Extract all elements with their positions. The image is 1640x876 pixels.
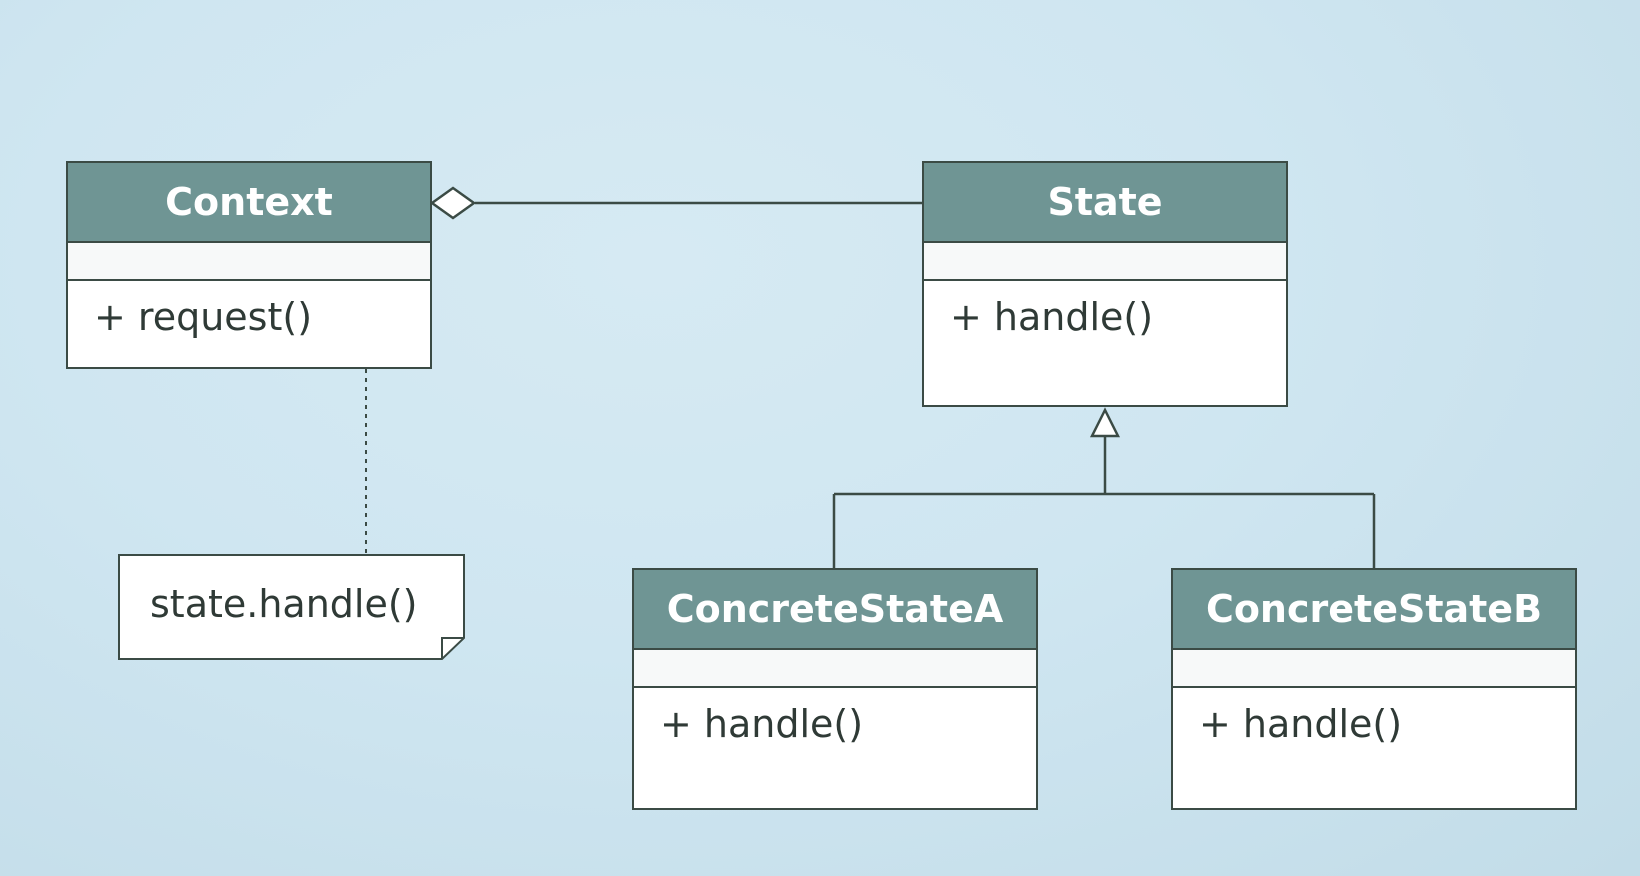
class-concrete-state-b-operation: + handle() xyxy=(1199,702,1403,746)
class-concrete-state-a-attributes xyxy=(634,650,1036,688)
class-concrete-state-a-operation: + handle() xyxy=(660,702,864,746)
class-context-operation: + request() xyxy=(94,295,313,339)
note-shape xyxy=(118,554,465,660)
class-concrete-state-a[interactable]: ConcreteStateA + handle() xyxy=(632,568,1038,810)
note-state-handle[interactable]: state.handle() xyxy=(118,554,466,660)
class-state-operations: + handle() xyxy=(924,281,1286,339)
note-text: state.handle() xyxy=(150,582,418,626)
class-context-attributes xyxy=(68,243,430,281)
aggregation-diamond xyxy=(429,186,477,220)
class-concrete-state-b-name: ConcreteStateB xyxy=(1173,570,1575,650)
class-concrete-state-a-operations: + handle() xyxy=(634,688,1036,746)
class-state-attributes xyxy=(924,243,1286,281)
class-state-operation: + handle() xyxy=(950,295,1154,339)
class-state[interactable]: State + handle() xyxy=(922,161,1288,407)
inheritance-triangle xyxy=(1089,407,1121,438)
class-concrete-state-a-name: ConcreteStateA xyxy=(634,570,1036,650)
class-context-name: Context xyxy=(68,163,430,243)
class-concrete-state-b[interactable]: ConcreteStateB + handle() xyxy=(1171,568,1577,810)
class-context-operations: + request() xyxy=(68,281,430,339)
class-concrete-state-b-operations: + handle() xyxy=(1173,688,1575,746)
class-concrete-state-b-attributes xyxy=(1173,650,1575,688)
class-state-name: State xyxy=(924,163,1286,243)
note-folded-corner xyxy=(441,637,464,659)
note-outline xyxy=(118,554,465,660)
class-context[interactable]: Context + request() xyxy=(66,161,432,369)
